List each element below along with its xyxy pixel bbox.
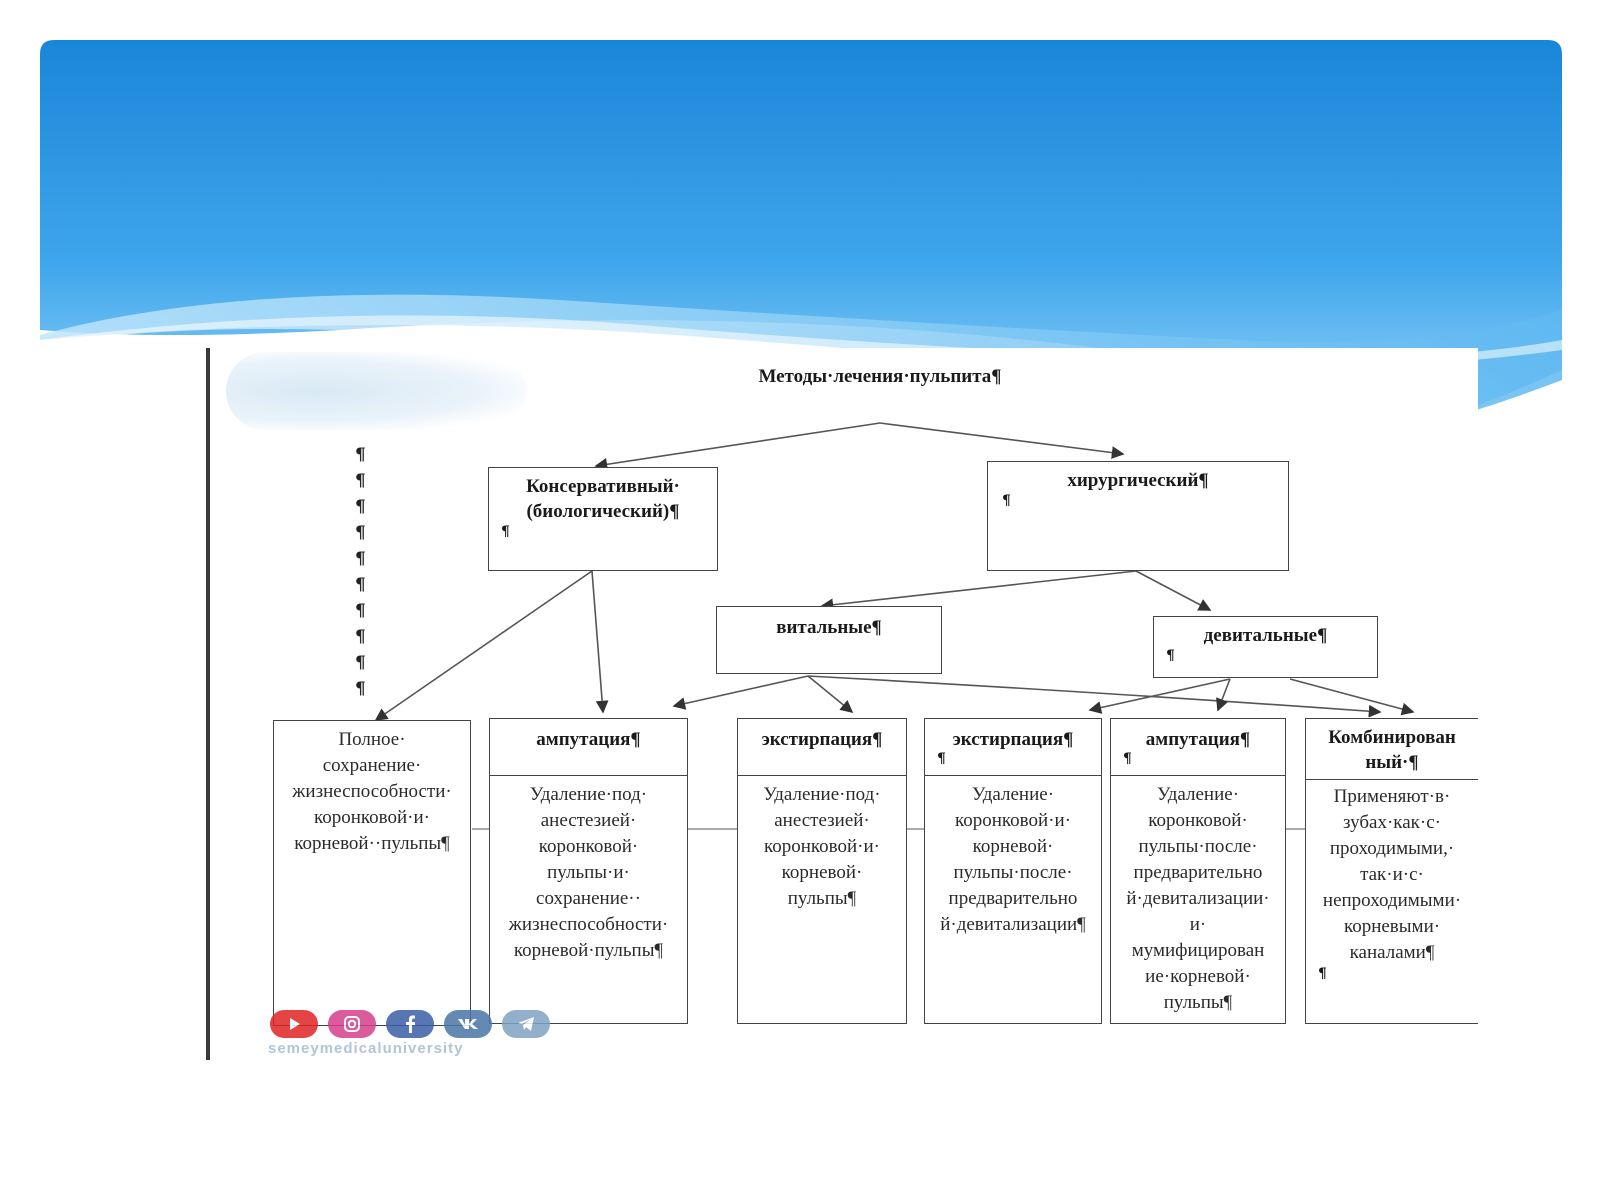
leaf-4-body: Удаление· коронковой·и· корневой· пульпы… [940,784,1086,935]
node-conservative-line1: Консервативный· [526,476,680,497]
node-vital-label: витальные¶ [776,617,882,638]
leaf-2-header: ампутация¶ [536,729,641,750]
leaf-5-header: ампутация¶ [1145,729,1251,750]
instagram-icon[interactable] [328,1010,376,1038]
node-vital: витальные¶ [716,606,942,674]
leaf-6-header-line1: Комбинирован [1328,727,1456,748]
telegram-icon[interactable] [502,1010,550,1038]
leaf-3-body: Удаление·под· анестезией· коронковой·и· … [763,784,881,909]
document-margin-line [206,348,210,1060]
node-conservative-line2: (биологический)¶ [526,501,680,522]
leaf-vital-amputation: ампутация¶ Удаление·под· анестезией· кор… [489,718,688,1024]
leaf-1-body: Полное· сохранение· жизнеспособности· ко… [292,729,452,854]
leaf-full-preservation: Полное· сохранение· жизнеспособности· ко… [273,720,471,1026]
node-surgical: хирургический¶ ¶ [987,461,1289,571]
node-devital: девитальные¶ ¶ [1153,616,1378,678]
social-icons [270,1010,550,1038]
diagram-title: Методы·лечения·пульпита¶ [758,366,1002,387]
leaf-6-header-line2: ный·¶ [1365,752,1419,773]
facebook-icon[interactable] [386,1010,434,1038]
leaf-devital-amputation: ампутация¶ ¶ Удаление· коронковой· пульп… [1110,718,1286,1024]
leaf-devital-extirpation: экстирпация¶ ¶ Удаление· коронковой·и· к… [924,718,1102,1024]
pilcrow-column: ¶ ¶ ¶ ¶ ¶ ¶ ¶ ¶ ¶ ¶ [355,445,366,699]
leaf-6-body: Применяют·в· зубах·как·с· проходимыми,· … [1322,786,1462,963]
social-caption: semeymedicaluniversity [268,1040,464,1057]
document-smudge [226,352,526,430]
youtube-icon[interactable] [270,1010,318,1038]
leaf-4-header: экстирпация¶ [952,729,1074,750]
leaf-3-header: экстирпация¶ [761,729,883,750]
node-devital-label: девитальные¶ [1203,625,1328,646]
leaf-combined: Комбинирован ный·¶ Применяют·в· зубах·ка… [1305,718,1478,1024]
leaf-5-body: Удаление· коронковой· пульпы·после· пред… [1126,784,1270,1013]
leaf-vital-extirpation: экстирпация¶ Удаление·под· анестезией· к… [737,718,907,1024]
leaf-2-body: Удаление·под· анестезией· коронковой· пу… [508,784,669,961]
node-surgical-label: хирургический¶ [1067,470,1209,491]
vk-icon[interactable] [444,1010,492,1038]
node-conservative: Консервативный· (биологический)¶ ¶ [488,467,718,571]
